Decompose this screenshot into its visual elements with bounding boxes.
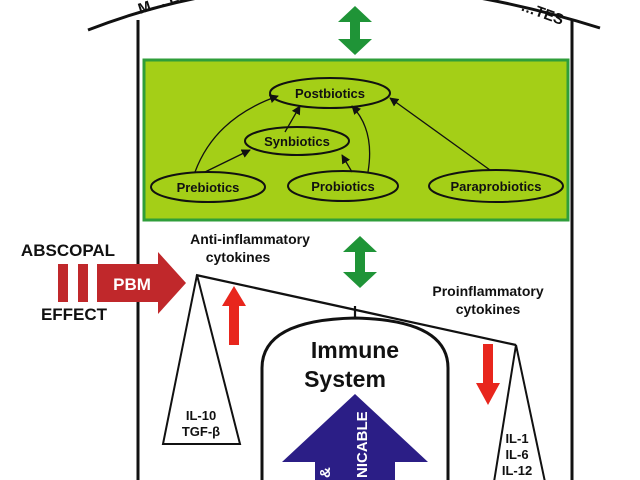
immune-label: Immune xyxy=(311,337,399,363)
arc-right-text: …TES xyxy=(519,0,566,29)
edge-paraprobiotics-postbiotics xyxy=(389,97,491,171)
node-synbiotics: Synbiotics xyxy=(244,126,350,156)
pbm-bar-1 xyxy=(58,264,68,302)
node-paraprobiotics: Paraprobiotics xyxy=(428,169,564,203)
pbm-arrow xyxy=(97,252,186,314)
biotics-box xyxy=(142,58,570,222)
anti-inflammatory-label-1: Anti-inflammatory xyxy=(190,231,310,247)
middle-double-arrow xyxy=(343,236,377,288)
node-postbiotics: Postbiotics xyxy=(269,77,391,109)
pbm-label: PBM xyxy=(113,275,151,294)
left-cytokine-il10: IL-10 xyxy=(186,408,216,423)
node-paraprobiotics-label: Paraprobiotics xyxy=(450,179,541,194)
effect-label: EFFECT xyxy=(41,305,108,324)
proinflammatory-label-2: cytokines xyxy=(456,301,521,317)
node-synbiotics-label: Synbiotics xyxy=(264,134,330,149)
right-pan-triangle xyxy=(493,344,546,480)
top-double-arrow xyxy=(338,6,372,55)
node-prebiotics: Prebiotics xyxy=(150,171,266,203)
outer-arc xyxy=(87,0,601,32)
right-cytokine-il12: IL-12 xyxy=(502,463,532,478)
pbm-bar-2 xyxy=(78,264,88,302)
immune-blue-arrow xyxy=(282,394,428,480)
green-double-arrow-shape xyxy=(343,236,377,288)
arc-left-text: M… ELE… xyxy=(136,0,213,18)
immune-system-dome xyxy=(260,316,450,480)
left-cytokine-tgfb: TGF-β xyxy=(182,424,220,439)
anti-inflammatory-label-2: cytokines xyxy=(206,249,271,265)
node-probiotics: Probiotics xyxy=(287,170,399,202)
edge-prebiotics-postbiotics xyxy=(194,94,279,173)
node-probiotics-label: Probiotics xyxy=(311,179,375,194)
system-label: System xyxy=(304,366,386,392)
right-cytokine-il6: IL-6 xyxy=(505,447,528,462)
node-prebiotics-label: Prebiotics xyxy=(177,180,240,195)
edge-probiotics-postbiotics xyxy=(351,105,371,173)
edge-prebiotics-synbiotics xyxy=(204,149,251,173)
right-cytokine-il1: IL-1 xyxy=(505,431,528,446)
down-red-arrow xyxy=(476,344,500,405)
up-red-arrow xyxy=(222,286,246,345)
green-double-arrow-shape xyxy=(338,6,372,55)
left-pan-triangle xyxy=(161,274,242,445)
proinflammatory-label-1: Proinflammatory xyxy=(432,283,543,299)
abscopal-label: ABSCOPAL xyxy=(21,241,115,260)
edge-probiotics-synbiotics xyxy=(341,154,353,173)
node-postbiotics-label: Postbiotics xyxy=(295,86,365,101)
blue-arrow-text-nicable: NICABLE xyxy=(354,411,371,478)
blue-arrow-text-amp: & xyxy=(317,467,334,478)
